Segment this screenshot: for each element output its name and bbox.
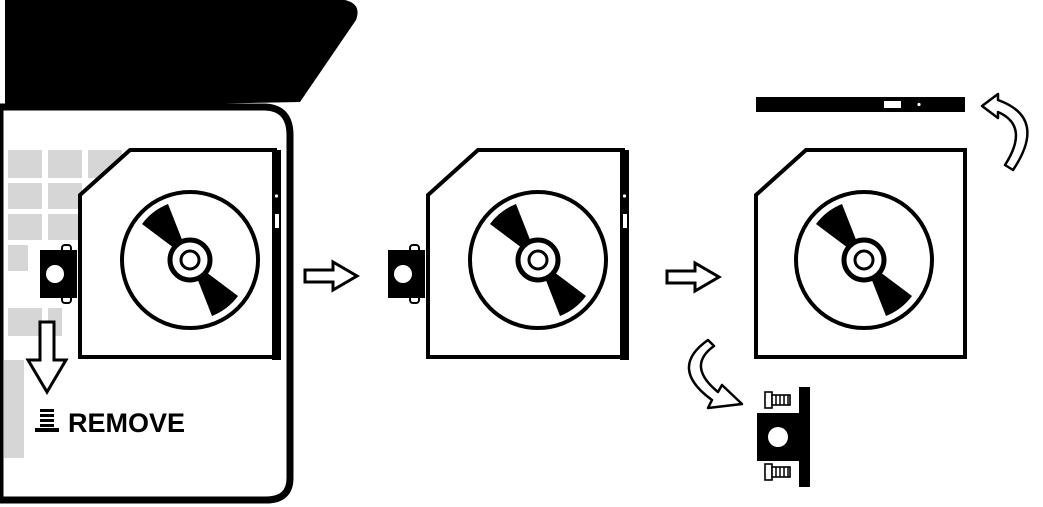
optical-drive-icon: [754, 148, 967, 359]
step-1-laptop: REMOVE: [0, 0, 358, 504]
step-3-disassembled: [687, 92, 1029, 487]
remove-label: REMOVE: [68, 408, 185, 438]
remove-screw-icon: [35, 409, 59, 432]
screw-icon: [764, 463, 791, 481]
step-2-drive-removed: [387, 150, 629, 360]
arrow-right-icon: [303, 260, 359, 292]
arrow-right-icon: [665, 261, 721, 293]
drive-bezel-icon: [756, 97, 965, 112]
curved-arrow-icon: [980, 92, 1029, 172]
mounting-bracket-icon: [387, 244, 426, 304]
optical-drive-icon: [428, 150, 629, 360]
optical-drive-icon: [80, 150, 281, 360]
mounting-bracket-icon: [757, 387, 810, 487]
laptop-screen-lid: [5, 0, 358, 108]
arrow-down-icon: [25, 320, 69, 395]
screw-icon: [764, 391, 791, 409]
mounting-bracket-icon: [39, 244, 78, 304]
curved-arrow-icon: [687, 338, 744, 410]
